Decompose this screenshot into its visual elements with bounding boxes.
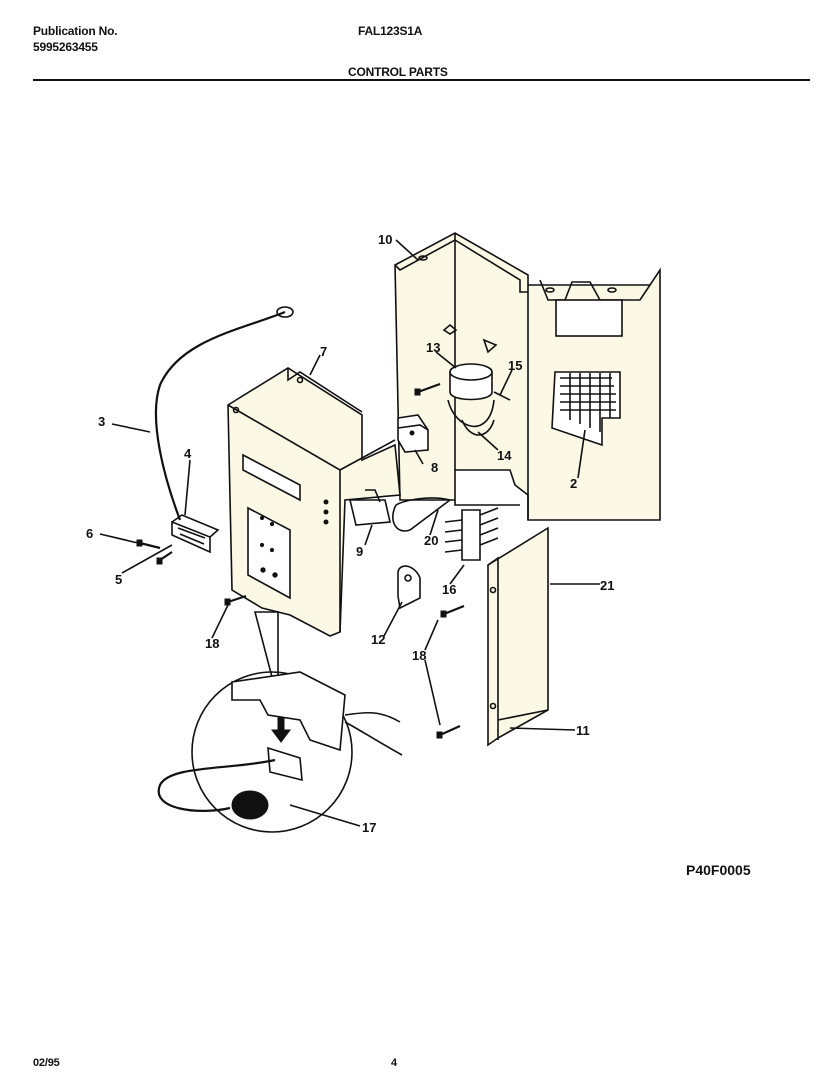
bracket-drawing xyxy=(171,514,220,554)
page-number: 4 xyxy=(391,1057,397,1069)
callout-20: 20 xyxy=(424,533,438,548)
footer-date: 02/95 xyxy=(33,1057,60,1069)
switch-drawing xyxy=(397,414,429,453)
rear-panel-drawing xyxy=(394,232,661,521)
figure-code: P40F0005 xyxy=(686,862,751,878)
control-box-drawing xyxy=(227,367,401,637)
callout-16: 16 xyxy=(442,582,456,597)
thermostat-drawing xyxy=(348,489,451,532)
callout-10: 10 xyxy=(378,232,392,247)
leader-lines xyxy=(99,239,600,827)
callout-18-left: 18 xyxy=(205,636,219,651)
header-rule xyxy=(33,79,810,81)
callout-8: 8 xyxy=(431,460,438,475)
capacitor-drawing xyxy=(447,363,511,436)
callout-11: 11 xyxy=(576,723,590,738)
model-number: FAL123S1A xyxy=(358,24,423,38)
callout-17: 17 xyxy=(362,820,376,835)
callout-labels: 10 7 3 4 6 5 13 15 14 2 8 9 20 16 21 12 … xyxy=(86,232,614,835)
callout-2: 2 xyxy=(570,476,577,491)
terminal-block-drawing xyxy=(444,507,499,561)
publication-number: 5995263455 xyxy=(33,40,98,54)
callout-7: 7 xyxy=(320,344,327,359)
callout-14: 14 xyxy=(497,448,512,463)
section-title: CONTROL PARTS xyxy=(348,65,448,79)
callout-12: 12 xyxy=(371,632,385,647)
filter-screen-drawing xyxy=(551,371,621,447)
power-cord-detail-drawing xyxy=(157,611,403,833)
callout-4: 4 xyxy=(184,446,192,461)
bracket-12-drawing xyxy=(397,565,421,610)
callout-18-right: 18 xyxy=(412,648,426,663)
callout-15: 15 xyxy=(508,358,522,373)
callout-3: 3 xyxy=(98,414,105,429)
cover-panel-drawing xyxy=(487,526,549,747)
thermostat-bulb-wire-drawing xyxy=(154,306,294,521)
callout-5: 5 xyxy=(115,572,122,587)
callout-13: 13 xyxy=(426,340,440,355)
callout-9: 9 xyxy=(356,544,363,559)
publication-label: Publication No. xyxy=(33,24,118,38)
screws-drawing xyxy=(136,382,465,739)
callout-21: 21 xyxy=(600,578,614,593)
callout-6: 6 xyxy=(86,526,93,541)
